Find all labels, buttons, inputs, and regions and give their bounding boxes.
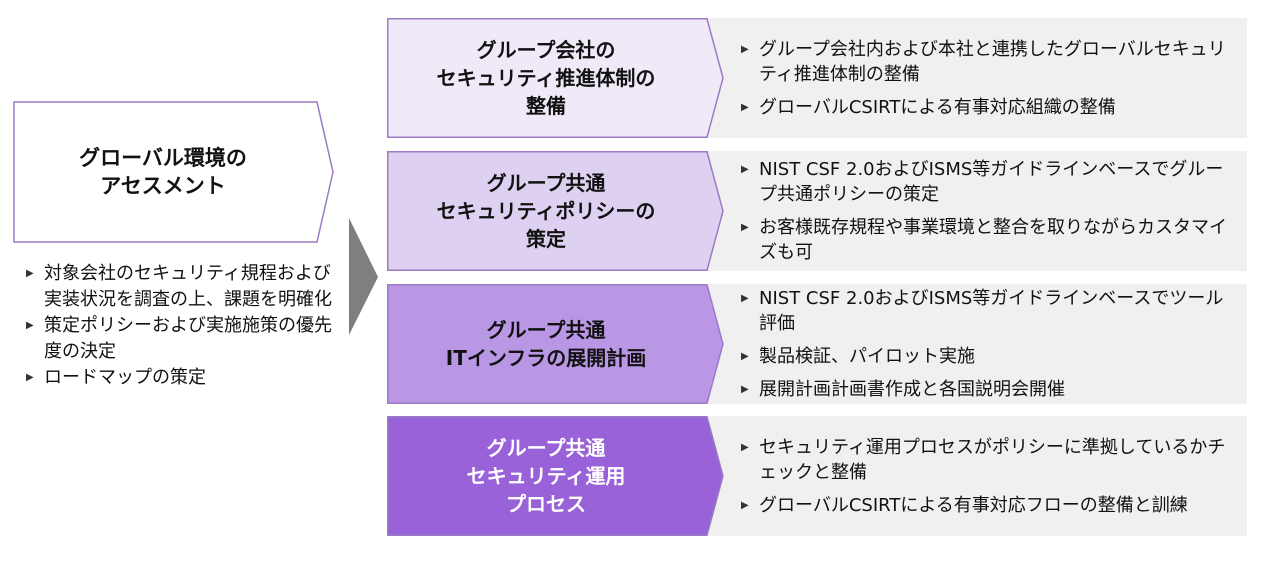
row-detail-panel: [687, 18, 1247, 138]
assessment-title: グローバル環境の アセスメント: [13, 101, 313, 243]
row-detail-panel: [687, 416, 1247, 536]
row-bullet: ▶ グローバルCSIRTによる有事対応フローの整備と訓練: [739, 493, 1239, 518]
row-title-line: グループ会社の: [476, 38, 616, 62]
initiative-row-1: グループ会社の セキュリティ推進体制の 整備 ▶ グループ会社内および本社と連携…: [387, 18, 1247, 138]
assessment-title-line-1: グローバル環境の: [79, 146, 247, 170]
row-title-line: 策定: [526, 227, 566, 251]
row-bullet-list: ▶ グループ会社内および本社と連携したグローバルセキュリティ推進体制の整備 ▶ …: [739, 18, 1239, 138]
triangle-right-icon: ▶: [26, 372, 34, 383]
assessment-pentagon-shape: [13, 101, 334, 243]
assessment-bullet: ▶ ロードマップの策定: [24, 365, 339, 391]
triangle-right-icon: ▶: [741, 351, 749, 362]
row-bullet-text: 製品検証、パイロット実施: [759, 346, 975, 367]
row-bullet-text: お客様既存規程や事業環境と整合を取りながらカスタマイズも可: [759, 217, 1227, 263]
triangle-right-icon: ▶: [741, 441, 749, 453]
row-chevron-shape: [387, 151, 724, 271]
row-title-line: セキュリティ推進体制の: [436, 66, 656, 90]
assessment-bullet-text: 対象会社のセキュリティ規程および実装状況を調査の上、課題を明確化: [44, 263, 332, 310]
assessment-bullet-list: ▶ 対象会社のセキュリティ規程および実装状況を調査の上、課題を明確化 ▶ 策定ポ…: [24, 261, 339, 391]
row-bullet-list: ▶ NIST CSF 2.0およびISMS等ガイドラインベースでグループ共通ポリ…: [739, 151, 1239, 271]
assessment-bullet-text: ロードマップの策定: [44, 367, 206, 388]
row-title: グループ共通 セキュリティポリシーの 策定: [387, 151, 705, 271]
row-bullet: ▶ グローバルCSIRTによる有事対応組織の整備: [739, 95, 1239, 120]
row-bullet: ▶ グループ会社内および本社と連携したグローバルセキュリティ推進体制の整備: [739, 37, 1239, 87]
row-bullet-text: NIST CSF 2.0およびISMS等ガイドラインベースでグループ共通ポリシー…: [759, 159, 1224, 205]
row-chevron-shape: [387, 284, 724, 404]
row-title-line: グループ共通: [486, 171, 606, 195]
row-bullet-text: グローバルCSIRTによる有事対応組織の整備: [759, 96, 1116, 118]
row-bullet-list: ▶ セキュリティ運用プロセスがポリシーに準拠しているかチェックと整備 ▶ グロー…: [739, 416, 1239, 536]
assessment-title-line-2: アセスメント: [100, 174, 226, 198]
row-chevron-shape: [387, 18, 724, 138]
row-title-line: セキュリティポリシーの: [436, 199, 656, 223]
assessment-bullet-text: 策定ポリシーおよび実施施策の優先度の決定: [44, 315, 332, 362]
row-chevron-shape: [387, 416, 724, 536]
triangle-right-icon: ▶: [741, 499, 749, 511]
row-title-line: セキュリティ運用: [466, 464, 626, 488]
row-title-line: ITインフラの展開計画: [445, 346, 647, 370]
row-bullet-text: グローバルCSIRTによる有事対応フローの整備と訓練: [759, 494, 1188, 516]
row-bullet: ▶ 製品検証、パイロット実施: [739, 344, 1239, 369]
row-title: グループ共通 ITインフラの展開計画: [387, 284, 705, 404]
row-title-line: 整備: [526, 94, 566, 118]
row-title-line: グループ共通: [486, 436, 606, 460]
initiative-row-2: グループ共通 セキュリティポリシーの 策定 ▶ NIST CSF 2.0およびI…: [387, 151, 1247, 271]
triangle-right-icon: ▶: [741, 293, 749, 304]
row-bullet-list: ▶ NIST CSF 2.0およびISMS等ガイドラインベースでツール評価 ▶ …: [739, 284, 1239, 404]
row-bullet: ▶ セキュリティ運用プロセスがポリシーに準拠しているかチェックと整備: [739, 435, 1239, 485]
row-bullet-text: NIST CSF 2.0およびISMS等ガイドラインベースでツール評価: [759, 288, 1224, 334]
row-bullet-text: グループ会社内および本社と連携したグローバルセキュリティ推進体制の整備: [759, 38, 1226, 85]
flow-arrow-icon: [349, 218, 378, 335]
triangle-right-icon: ▶: [741, 43, 749, 55]
row-detail-panel: [687, 151, 1247, 271]
triangle-right-icon: ▶: [741, 222, 749, 233]
triangle-right-icon: ▶: [26, 320, 34, 331]
row-title: グループ共通 セキュリティ運用 プロセス: [387, 416, 705, 536]
triangle-right-icon: ▶: [741, 164, 749, 175]
triangle-right-icon: ▶: [741, 384, 749, 395]
row-bullet-text: セキュリティ運用プロセスがポリシーに準拠しているかチェックと整備: [759, 436, 1226, 483]
row-bullet: ▶ 展開計画計画書作成と各国説明会開催: [739, 377, 1239, 402]
row-bullet: ▶ NIST CSF 2.0およびISMS等ガイドラインベースでツール評価: [739, 286, 1239, 336]
assessment-bullet: ▶ 対象会社のセキュリティ規程および実装状況を調査の上、課題を明確化: [24, 261, 339, 313]
initiative-row-4: グループ共通 セキュリティ運用 プロセス ▶ セキュリティ運用プロセスがポリシー…: [387, 416, 1247, 536]
row-bullet-text: 展開計画計画書作成と各国説明会開催: [759, 379, 1065, 400]
row-bullet: ▶ NIST CSF 2.0およびISMS等ガイドラインベースでグループ共通ポリ…: [739, 157, 1239, 207]
assessment-box: グローバル環境の アセスメント: [13, 101, 334, 243]
initiative-row-3: グループ共通 ITインフラの展開計画 ▶ NIST CSF 2.0およびISMS…: [387, 284, 1247, 404]
row-title-line: プロセス: [506, 492, 586, 516]
row-title-line: グループ共通: [486, 318, 606, 342]
row-title: グループ会社の セキュリティ推進体制の 整備: [387, 18, 705, 138]
triangle-right-icon: ▶: [741, 101, 749, 113]
row-bullet: ▶ お客様既存規程や事業環境と整合を取りながらカスタマイズも可: [739, 215, 1239, 265]
assessment-bullet: ▶ 策定ポリシーおよび実施施策の優先度の決定: [24, 313, 339, 365]
triangle-right-icon: ▶: [26, 268, 34, 279]
row-detail-panel: [687, 284, 1247, 404]
